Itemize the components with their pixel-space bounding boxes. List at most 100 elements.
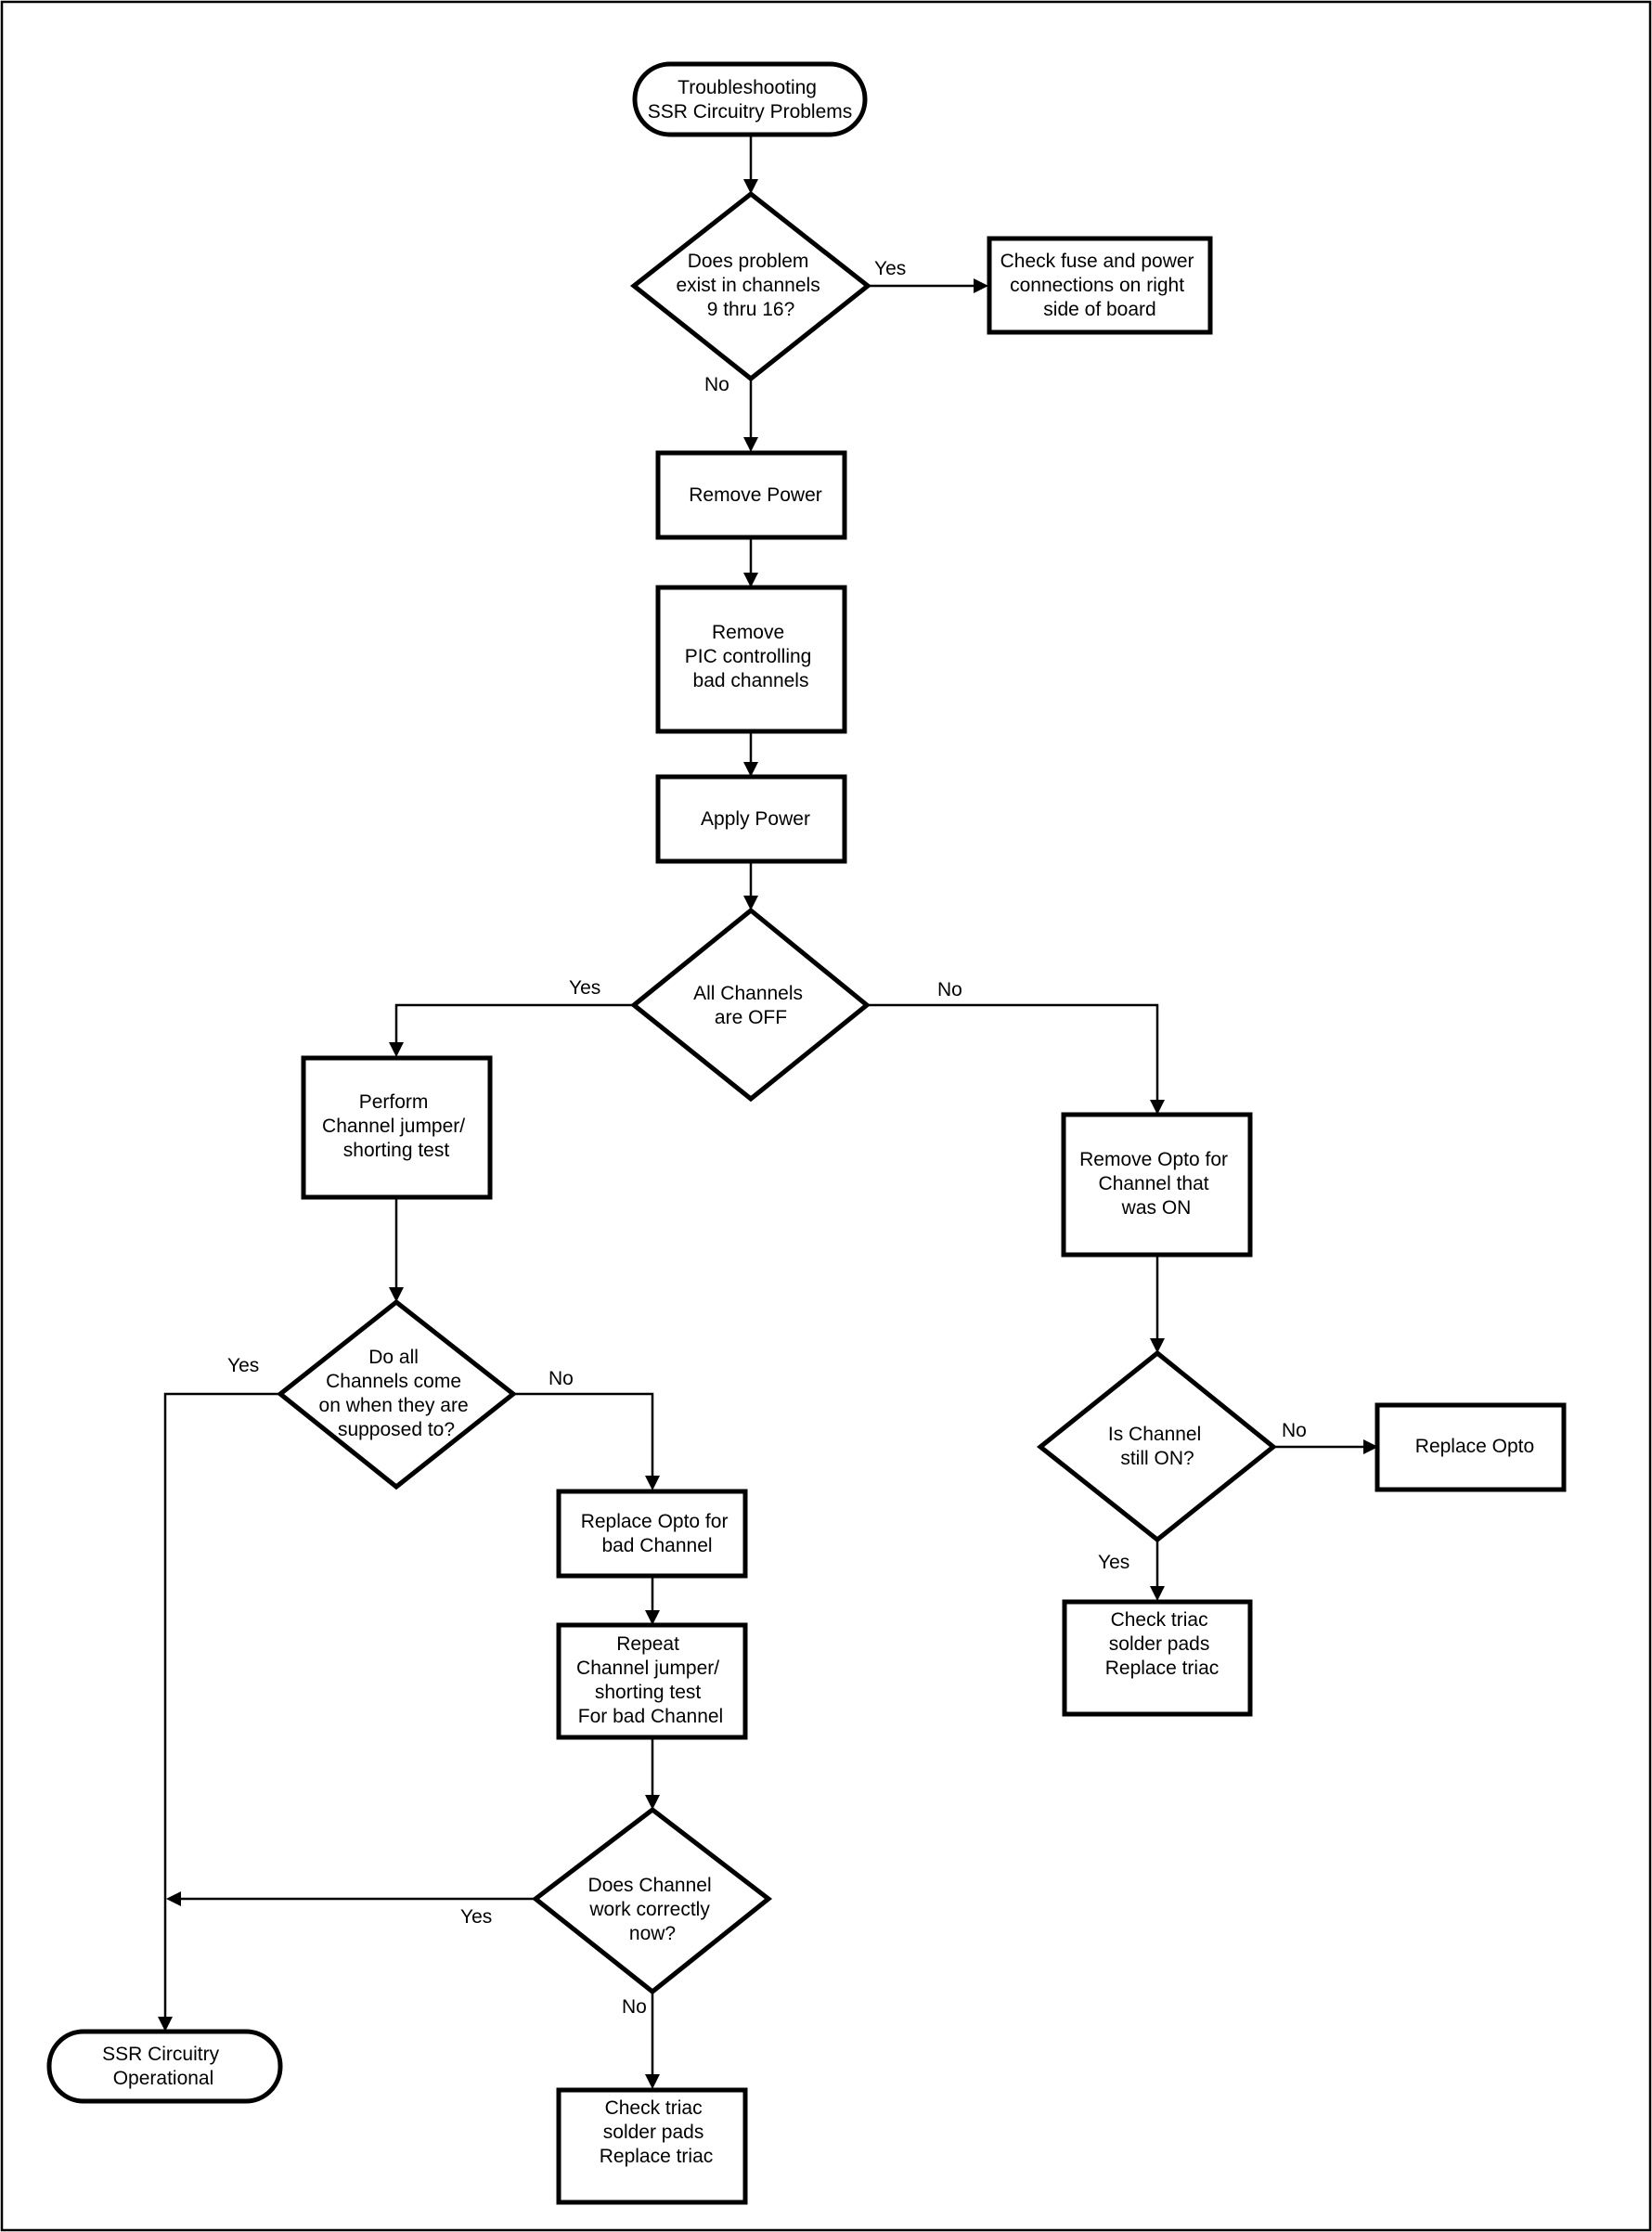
- edge-label-q-works-yes: Yes: [460, 1906, 492, 1928]
- svg-text:Perform Channel jumper/: Perform Channel jumper/ shorting test: [322, 1091, 471, 1161]
- svg-text:Do all Channels come: Do all Channels come on when they are su…: [319, 1347, 474, 1440]
- node-text-line: Replace Opto: [1415, 1436, 1534, 1457]
- arrowhead: [158, 2017, 173, 2032]
- node-text-line: supposed to?: [338, 1419, 455, 1440]
- edge-label-q-all-off-yes: Yes: [569, 977, 600, 999]
- decision-channel-works-now: Does Channel work correctly now?: [531, 1806, 773, 1995]
- edge-label-q-all-off-no: No: [937, 979, 962, 1000]
- node-text-line: are OFF: [715, 1007, 787, 1028]
- svg-text:Is Channel still ON?: Is Channel still ON?: [1108, 1424, 1207, 1469]
- arrowhead: [743, 179, 758, 194]
- svg-text:Troubleshooting SSR Circ: Troubleshooting SSR Circuitry Problems: [648, 77, 853, 123]
- arrowhead: [389, 1042, 404, 1057]
- node-text-line: Replace Opto for: [581, 1511, 729, 1532]
- connector-q-all-on-no: [513, 1392, 654, 1477]
- node-text-line: was ON: [1121, 1197, 1192, 1219]
- svg-text:SSR Circuitry Operationa: SSR Circuitry Operational: [102, 2044, 225, 2089]
- node-text-line: Does Channel: [588, 1875, 712, 1896]
- arrowhead: [743, 573, 758, 587]
- arrowhead: [1150, 1586, 1165, 1601]
- edge-label-q-all-on-no: No: [549, 1368, 574, 1389]
- node-text-line: All Channels: [693, 983, 803, 1004]
- node-text-line: SSR Circuitry Problems: [648, 101, 853, 123]
- node-text-line: now?: [629, 1923, 676, 1944]
- node-text-line: solder pads: [603, 2122, 704, 2143]
- end-terminal-operational: SSR Circuitry Operational: [46, 2029, 283, 2104]
- node-text-line: Operational: [113, 2068, 214, 2089]
- svg-text:Apply Power: Apply Power: [701, 808, 810, 830]
- process-remove-power: Remove Power: [655, 450, 847, 540]
- arrowhead: [1150, 1338, 1165, 1353]
- node-text-line: Channel jumper/: [576, 1658, 719, 1679]
- node-text-line: Remove Power: [689, 484, 822, 506]
- start-terminal: Troubleshooting SSR Circuitry Problems: [632, 61, 868, 137]
- node-text-line: solder pads: [1109, 1633, 1210, 1655]
- node-text-line: Troubleshooting: [678, 77, 817, 98]
- arrowhead: [645, 1795, 660, 1810]
- node-text-line: Perform: [359, 1091, 429, 1113]
- edge-label-q-channels-yes: Yes: [874, 258, 906, 279]
- decision-channel-still-on: Is Channel still ON?: [1036, 1349, 1277, 1543]
- node-text-line: 9 thru 16?: [707, 299, 795, 320]
- process-remove-pic: Remove PIC controlling bad channels: [655, 585, 847, 734]
- svg-text:Replace Opto: Replace Opto: [1415, 1436, 1534, 1457]
- node-text-line: SSR Circuitry: [102, 2044, 220, 2065]
- node-text-line: still ON?: [1120, 1448, 1194, 1469]
- decision-problem-in-channels-9-16: Does problem exist in channels 9 thru 16…: [629, 190, 872, 382]
- arrowhead: [743, 437, 758, 452]
- connector-q-all-off-no: [867, 1003, 1159, 1101]
- arrowhead: [645, 2074, 660, 2089]
- node-text-line: Channels come: [326, 1371, 461, 1392]
- node-text-line: exist in channels: [676, 275, 820, 296]
- svg-text:Repeat Channel jumper/: Repeat Channel jumper/ shorting test For…: [576, 1633, 725, 1727]
- node-text-line: Replace triac: [1105, 1658, 1220, 1679]
- node-text-line: shorting test: [343, 1140, 450, 1161]
- arrowhead: [974, 278, 988, 293]
- arrowhead: [645, 1610, 660, 1625]
- svg-text:Check fuse and power con: Check fuse and power connections on righ…: [1000, 251, 1200, 320]
- arrowhead: [743, 762, 758, 777]
- arrowhead: [389, 1287, 404, 1302]
- node-text-line: Does problem: [688, 251, 809, 272]
- node-text-line: Is Channel: [1108, 1424, 1201, 1445]
- node-text-line: Check triac: [605, 2097, 703, 2119]
- node-text-line: Repeat: [616, 1633, 679, 1655]
- decision-all-channels-off: All Channels are OFF: [630, 907, 871, 1103]
- edge-label-q-works-no: No: [622, 1996, 647, 2018]
- node-text-line: bad channels: [693, 670, 809, 691]
- svg-text:Replace Opto for bad Cha: Replace Opto for bad Channel: [581, 1511, 734, 1556]
- svg-text:Remove Opto for Channel: Remove Opto for Channel that was ON: [1079, 1149, 1233, 1219]
- node-text-line: Do all: [368, 1347, 419, 1368]
- process-replace-opto: Replace Opto: [1375, 1402, 1567, 1492]
- edge-label-q-channels-no: No: [704, 374, 729, 395]
- svg-text:Does Channel work correc: Does Channel work correctly now?: [588, 1875, 717, 1944]
- node-text-line: Channel jumper/: [322, 1116, 465, 1137]
- node-text-line: shorting test: [595, 1682, 702, 1703]
- process-replace-opto-bad-channel: Replace Opto for bad Channel: [556, 1489, 748, 1579]
- process-repeat-jumper-test: Repeat Channel jumper/ shorting test For…: [556, 1622, 748, 1740]
- node-text-line: PIC controlling: [685, 646, 812, 667]
- node-text-line: Replace triac: [600, 2146, 714, 2167]
- process-remove-opto-channel-on: Remove Opto for Channel that was ON: [1061, 1112, 1253, 1258]
- connector-q-all-off-yes: [394, 1003, 634, 1044]
- node-text-line: Apply Power: [701, 808, 810, 830]
- process-perform-jumper-test: Perform Channel jumper/ shorting test: [301, 1055, 493, 1200]
- svg-text:Remove Power: Remove Power: [689, 484, 822, 506]
- arrowhead: [1150, 1100, 1165, 1115]
- process-check-triac-right: Check triac solder pads Replace triac: [1062, 1599, 1253, 1717]
- decision-all-channels-come-on: Do all Channels come on when they are su…: [276, 1298, 518, 1490]
- arrowhead: [166, 1891, 181, 1906]
- node-text-line: Check fuse and power: [1000, 251, 1194, 272]
- node-text-line: Remove: [712, 622, 784, 643]
- arrowhead: [743, 896, 758, 910]
- arrowhead: [645, 1476, 660, 1490]
- process-apply-power: Apply Power: [655, 774, 847, 864]
- edge-label-q-all-on-yes: Yes: [227, 1355, 259, 1376]
- svg-text:Check triac solder pads: Check triac solder pads Replace triac: [1105, 1609, 1220, 1679]
- node-text-line: Remove Opto for: [1079, 1149, 1228, 1170]
- connector-q-all-on-yes: [163, 1392, 280, 2018]
- node-text-line: work correctly: [588, 1899, 710, 1920]
- connectors: [158, 136, 1378, 2089]
